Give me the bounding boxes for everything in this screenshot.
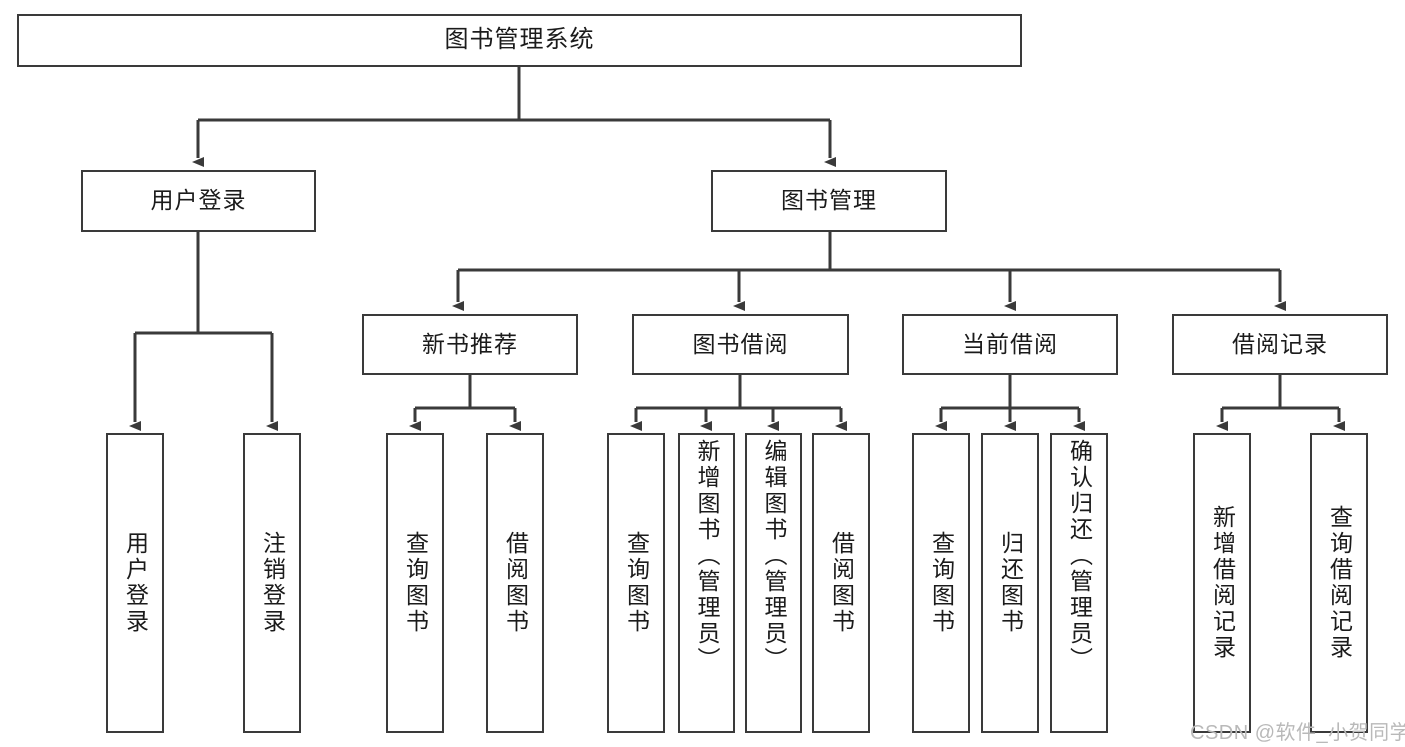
node-label: 图书借阅 (692, 330, 789, 357)
leaf-current-borrow-return[interactable]: 归还图书 (981, 433, 1039, 733)
leaf-book-borrow-add[interactable]: 新增图书（管理员） (678, 433, 735, 733)
leaf-book-borrow-edit[interactable]: 编辑图书（管理员） (745, 433, 802, 733)
watermark-text: CSDN @软件_小贺同学 (1190, 722, 1405, 744)
node-label: 图书管理 (781, 187, 877, 214)
node-label: 查询图书 (402, 531, 429, 635)
leaf-current-borrow-confirm-return[interactable]: 确认归还（管理员） (1050, 433, 1108, 733)
leaf-borrow-record-add[interactable]: 新增借阅记录 (1193, 433, 1251, 733)
node-label: 查询图书 (623, 531, 650, 635)
node-borrow-record[interactable]: 借阅记录 (1172, 314, 1388, 375)
node-label: 注销登录 (259, 531, 286, 635)
node-label: 借阅记录 (1232, 330, 1328, 357)
leaf-new-book-borrow[interactable]: 借阅图书 (486, 433, 544, 733)
node-label: 用户登录 (150, 187, 247, 214)
leaf-borrow-record-query[interactable]: 查询借阅记录 (1310, 433, 1368, 733)
leaf-book-borrow-query[interactable]: 查询图书 (607, 433, 665, 733)
leaf-book-borrow-borrow[interactable]: 借阅图书 (812, 433, 870, 733)
node-new-book-recommend[interactable]: 新书推荐 (362, 314, 578, 375)
node-label: 借阅图书 (828, 531, 855, 635)
node-label: 用户登录 (122, 531, 149, 635)
node-label: 确认归还（管理员） (1066, 439, 1093, 673)
node-book-management[interactable]: 图书管理 (711, 170, 947, 232)
node-label: 借阅图书 (502, 531, 529, 635)
node-label: 查询图书 (928, 531, 955, 635)
node-label: 查询借阅记录 (1326, 505, 1353, 661)
node-book-borrow[interactable]: 图书借阅 (632, 314, 849, 375)
leaf-user-login-logout[interactable]: 注销登录 (243, 433, 301, 733)
node-label: 图书管理系统 (444, 26, 595, 54)
node-user-login[interactable]: 用户登录 (81, 170, 316, 232)
node-label: 编辑图书（管理员） (761, 439, 787, 673)
node-label: 归还图书 (997, 531, 1024, 635)
leaf-user-login-login[interactable]: 用户登录 (106, 433, 164, 733)
node-label: 新增借阅记录 (1209, 505, 1236, 661)
node-label: 新增图书（管理员） (694, 439, 720, 673)
node-current-borrow[interactable]: 当前借阅 (902, 314, 1118, 375)
leaf-current-borrow-query[interactable]: 查询图书 (912, 433, 970, 733)
node-label: 当前借阅 (962, 330, 1058, 357)
node-root-system[interactable]: 图书管理系统 (17, 14, 1022, 67)
leaf-new-book-query[interactable]: 查询图书 (386, 433, 444, 733)
node-label: 新书推荐 (422, 330, 518, 357)
